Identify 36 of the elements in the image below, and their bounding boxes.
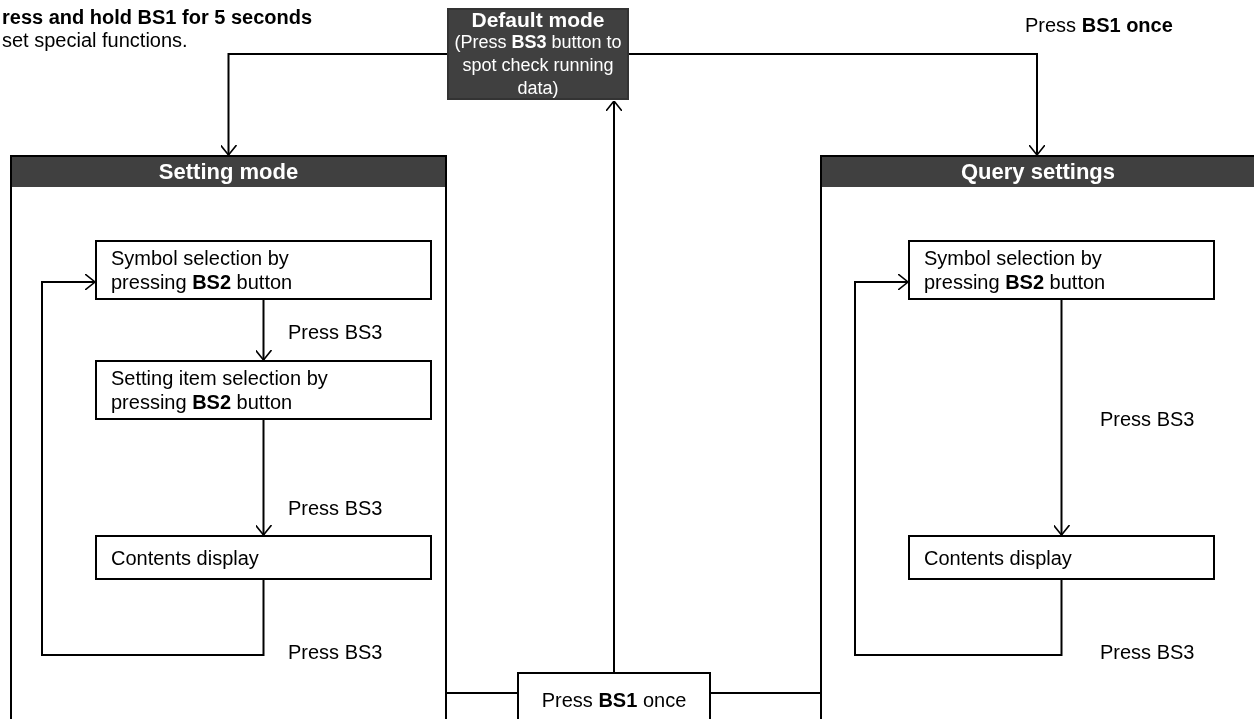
box-text: Symbol selection by pressing BS2 button	[111, 246, 294, 294]
arrow	[628, 53, 1046, 156]
process-box	[908, 535, 1215, 580]
arrow	[219, 53, 448, 156]
arrow	[1052, 299, 1071, 536]
arrow	[605, 100, 623, 673]
box-text: Contents display	[111, 545, 259, 570]
mode-box	[447, 8, 629, 100]
edge-label: ress and hold BS1 for 5 seconds set special functions.	[2, 6, 314, 52]
process-box	[95, 360, 432, 420]
box-text: Symbol selection by pressing BS2 button	[924, 246, 1107, 294]
process-box	[517, 672, 711, 719]
process-box	[908, 240, 1215, 300]
arrow	[854, 273, 1063, 656]
arrow	[41, 273, 265, 656]
box-text: Press BS1 once	[541, 688, 687, 713]
box-description: (Press BS3 button to spot check running data)	[453, 31, 623, 100]
panel-header: Query settings	[822, 157, 1254, 187]
edge-label: Press BS1 once	[1025, 13, 1173, 37]
panel-header: Setting mode	[12, 157, 445, 187]
box-text: Contents display	[924, 545, 1072, 570]
connector-line	[446, 692, 518, 694]
arrow	[254, 299, 273, 361]
edge-label: Press BS3	[288, 320, 383, 344]
process-box	[95, 240, 432, 300]
arrow	[254, 419, 273, 536]
mode-panel	[820, 155, 1254, 719]
mode-panel	[10, 155, 447, 719]
process-box	[95, 535, 432, 580]
edge-label: Press BS3	[288, 640, 383, 664]
edge-label: Press BS3	[288, 496, 383, 520]
box-title: Default mode	[471, 8, 605, 31]
box-text: Setting item selection by pressing BS2 button	[111, 366, 329, 414]
edge-label: Press BS3	[1100, 407, 1195, 431]
edge-label: Press BS3	[1100, 640, 1195, 664]
connector-line	[710, 692, 821, 694]
